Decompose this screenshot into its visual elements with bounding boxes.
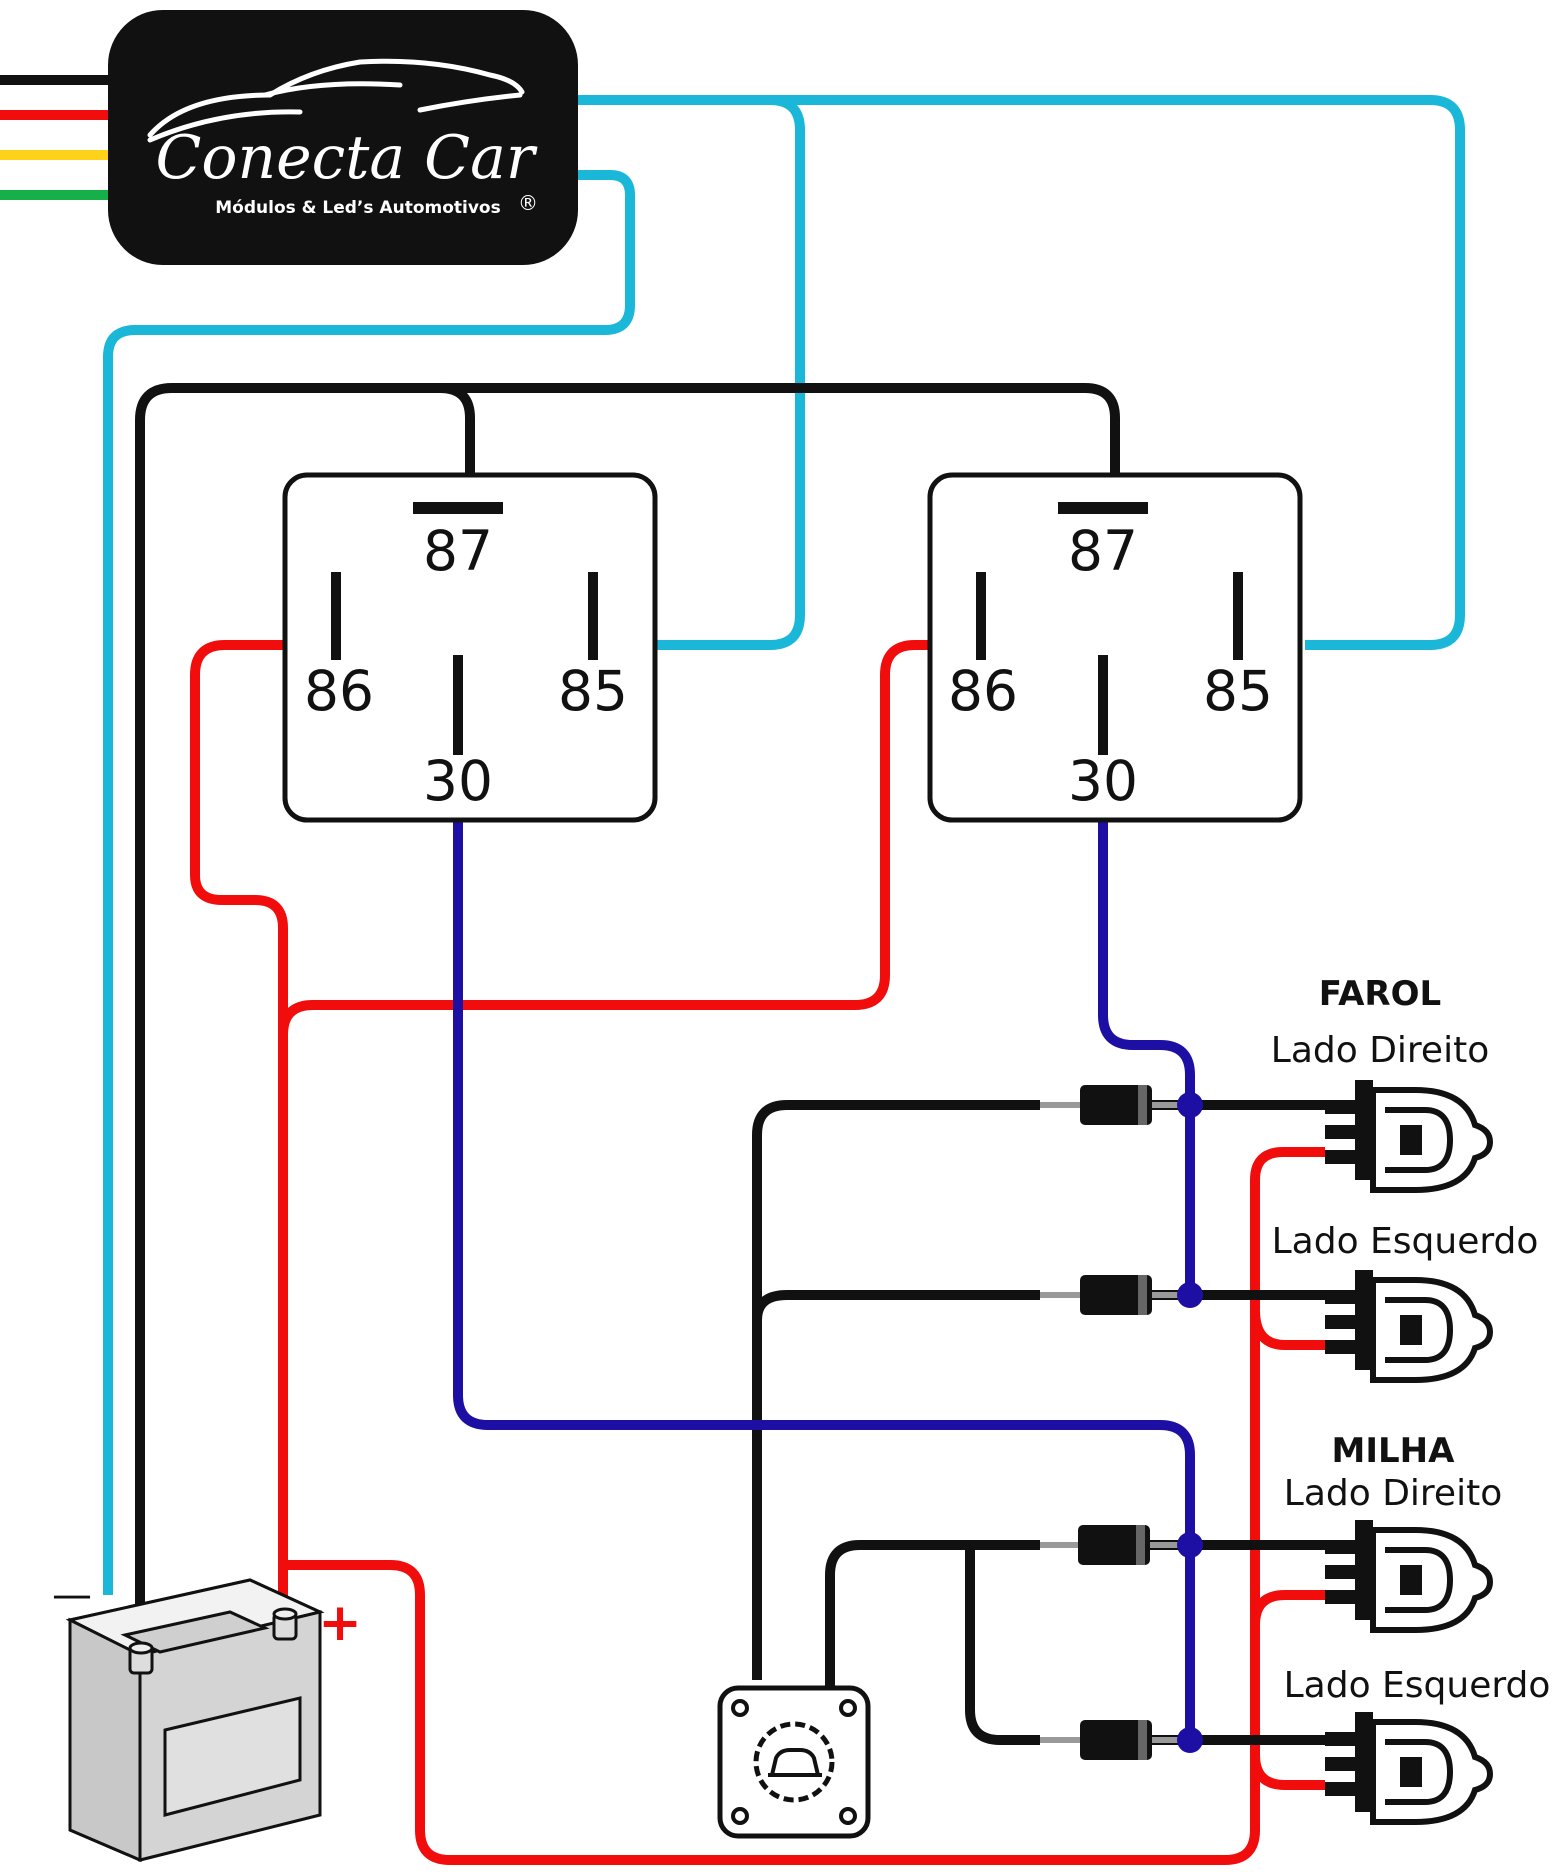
milha-title: MILHA [1332,1431,1456,1471]
blue-switched-wires [453,820,1195,1740]
lamp-milha-right-icon [1325,1520,1494,1633]
relay-2 [927,472,1303,823]
diode-2 [1040,1275,1190,1315]
farol-left-label: Lado Esquerdo [1272,1221,1539,1262]
battery-negative-label: — [52,1572,92,1618]
battery-positive-label: + [318,1593,362,1653]
brand-name: Conecta Car [155,123,537,193]
lamp-feed-wires [1150,1100,1325,1745]
relay-1 [282,472,658,823]
headlight-switch-icon [717,1685,871,1839]
relay-2-pin-85: 85 [1203,659,1273,723]
farol-title: FAROL [1319,974,1441,1014]
black-ground-wires [135,383,1120,1745]
relay-1-pin-87: 87 [423,519,493,583]
brand-tagline: Módulos & Led’s Automotivos [215,198,500,218]
relay-1-pin-86: 86 [304,659,374,723]
cyan-wires [103,95,1465,1595]
relay-1-pin-85: 85 [558,659,628,723]
milha-left-label: Lado Esquerdo [1284,1665,1551,1706]
diode-4 [1040,1720,1190,1760]
lamp-farol-right-icon [1325,1080,1494,1193]
red-power-wires [190,640,1325,1865]
diode-3 [1040,1525,1190,1565]
module-input-wires [0,75,110,200]
relay-1-pin-30: 30 [423,749,493,813]
battery-icon [65,1578,325,1863]
car-logo-icon [147,58,525,143]
lamp-milha-left-icon [1325,1712,1494,1825]
diode-1 [1040,1085,1190,1125]
lamp-farol-left-icon [1325,1270,1494,1383]
milha-right-label: Lado Direito [1284,1473,1502,1514]
relay-2-pin-86: 86 [948,659,1018,723]
brand-registered: ® [518,191,538,215]
farol-right-label: Lado Direito [1271,1030,1489,1071]
conecta-car-module [108,10,578,265]
relay-2-pin-30: 30 [1068,749,1138,813]
junction-dots [1177,1092,1203,1753]
relay-2-pin-87: 87 [1068,519,1138,583]
